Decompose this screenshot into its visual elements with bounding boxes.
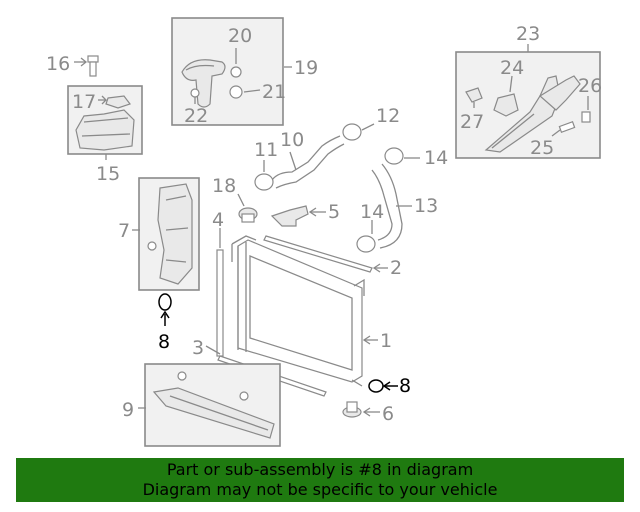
callout-14-upper: 14 <box>424 147 448 169</box>
callout-20: 20 <box>228 25 252 47</box>
radiator-cap-part-18 <box>238 207 258 223</box>
thermostat-part-24 <box>493 93 519 117</box>
upper-seal-part-2 <box>263 235 373 273</box>
callout-18: 18 <box>212 175 236 197</box>
hose-clamp-part-11 <box>254 173 274 191</box>
callout-16: 16 <box>46 53 70 75</box>
callout-22: 22 <box>184 105 208 127</box>
clip-part-22 <box>190 88 200 98</box>
lower-hose-part-13 <box>371 163 403 249</box>
banner-line-1: Part or sub-assembly is #8 in diagram <box>166 460 474 479</box>
hose-clamp-part-14-upper <box>384 147 404 165</box>
callout-17: 17 <box>72 91 96 113</box>
upper-hose-part-10 <box>271 135 345 189</box>
banner-line-2: Diagram may not be specific to your vehi… <box>142 480 498 499</box>
callout-10: 10 <box>280 129 304 151</box>
clip-icon <box>177 371 187 381</box>
parts-diagram: 20 21 22 19 16 17 15 10 11 12 13 14 <box>46 17 602 447</box>
bolt-part-16 <box>87 55 99 77</box>
o-ring-part-21 <box>229 85 243 99</box>
hose-clamp-part-14-lower <box>356 235 376 253</box>
callout-4: 4 <box>212 209 224 231</box>
callout-13: 13 <box>414 195 438 217</box>
callout-6: 6 <box>382 403 394 425</box>
callout-19: 19 <box>294 57 318 79</box>
callout-1: 1 <box>380 330 392 352</box>
callout-8-right: 8 <box>399 375 411 397</box>
air-guide-part-7 <box>157 183 193 285</box>
clip-icon <box>147 241 157 251</box>
bolt-part-25 <box>558 121 576 133</box>
callout-15: 15 <box>96 163 120 185</box>
part-box-23 <box>455 51 601 159</box>
radiator-part-1 <box>231 235 365 387</box>
hose-clamp-part-12 <box>342 123 362 141</box>
callout-2: 2 <box>390 257 402 279</box>
callout-24: 24 <box>500 57 524 79</box>
o-ring-part-8-left <box>158 293 172 311</box>
reservoir-tank-part-15 <box>75 109 135 151</box>
o-ring-part-20 <box>230 66 242 78</box>
callout-27: 27 <box>460 111 484 133</box>
water-outlet-part-23 <box>484 75 581 153</box>
callout-26: 26 <box>578 75 602 97</box>
lower-air-guide-part-9 <box>152 387 275 439</box>
drain-plug-part-6 <box>342 401 362 418</box>
callout-3: 3 <box>192 337 204 359</box>
hose-connector-part-19 <box>181 59 226 108</box>
reservoir-cap-part-17 <box>105 95 131 109</box>
callout-8-left: 8 <box>158 331 170 353</box>
clip-icon <box>239 391 249 401</box>
callout-11: 11 <box>254 139 278 161</box>
bolt-part-26 <box>581 111 591 123</box>
callout-23: 23 <box>516 23 540 45</box>
o-ring-part-8-right <box>368 379 384 393</box>
callout-21: 21 <box>262 81 286 103</box>
bracket-part-5 <box>270 205 309 227</box>
callout-12: 12 <box>376 105 400 127</box>
info-banner: Part or sub-assembly is #8 in diagram Di… <box>16 458 624 502</box>
callout-9: 9 <box>122 399 134 421</box>
side-seal-part-4 <box>216 249 224 357</box>
callout-5: 5 <box>328 201 340 223</box>
callout-7: 7 <box>118 220 130 242</box>
gasket-part-27 <box>465 87 483 103</box>
callout-25: 25 <box>530 137 554 159</box>
callout-14-lower: 14 <box>360 201 384 223</box>
